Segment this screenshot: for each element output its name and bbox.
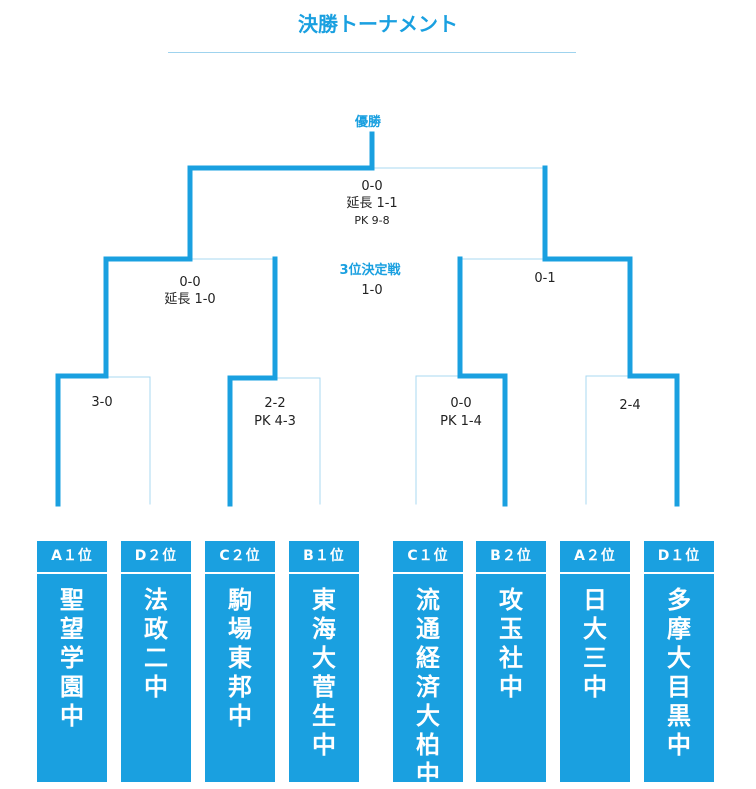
team-name: 法政二中 [144, 586, 168, 701]
team-card-2: D２位 法政二中 [121, 541, 191, 782]
team-seed: B２位 [476, 541, 546, 574]
final-score-line1: 0-0 [361, 179, 383, 194]
semi-right-score: 0-1 [534, 271, 556, 286]
r1-m4-score: 2-4 [600, 397, 660, 415]
semi-left-winner [103, 165, 193, 352]
semi-left-score-line1: 0-0 [179, 275, 201, 290]
team-seed: C１位 [393, 541, 463, 574]
champion-label: 優勝 [354, 115, 381, 130]
r1-m4-score-line1: 2-4 [619, 398, 641, 413]
r1-m3-score: 0-0 PK 1-4 [426, 395, 496, 431]
final-score-line3: PK 9-8 [354, 214, 390, 227]
r1-m2-score-line1: 2-2 [264, 396, 286, 411]
r1-m1-winner [55, 346, 109, 507]
team-name: 駒場東邦中 [228, 586, 252, 730]
semi-right-winner [542, 165, 633, 352]
third-place-score: 1-0 [361, 283, 383, 298]
team-seed: B１位 [289, 541, 359, 574]
team-card-4: B１位 東海大菅生中 [289, 541, 359, 782]
r1-m4-thin [585, 375, 631, 505]
team-seed: A１位 [37, 541, 107, 574]
r1-m1-thin [105, 376, 151, 505]
team-name: 流通経済大柏中 [416, 586, 440, 788]
team-name: 聖望学園中 [60, 586, 84, 730]
r1-m2-score-line2: PK 4-3 [254, 414, 296, 429]
final-winner [187, 131, 375, 171]
semi-left-score: 0-0 延長 1-0 [140, 274, 240, 308]
team-name: 東海大菅生中 [312, 586, 336, 759]
r1-m1-score-line1: 3-0 [91, 395, 113, 410]
r1-m3-thin [415, 375, 461, 505]
r1-m2-winner [227, 346, 278, 507]
title-underline [168, 52, 576, 53]
team-card-5: C１位 流通経済大柏中 [393, 541, 463, 788]
r1-m3-score-line2: PK 1-4 [440, 414, 482, 429]
r1-m3-winner [457, 346, 508, 507]
r1-m2-score: 2-2 PK 4-3 [240, 395, 310, 431]
team-card-6: B２位 攻玉社中 [476, 541, 546, 782]
r1-m4-winner [627, 346, 680, 507]
team-name: 日大三中 [583, 586, 607, 701]
r1-m3-score-line1: 0-0 [450, 396, 472, 411]
team-card-1: A１位 聖望学園中 [37, 541, 107, 782]
team-name: 多摩大目黒中 [667, 586, 691, 759]
r1-m2-thin [275, 377, 321, 505]
team-seed: D２位 [121, 541, 191, 574]
semi-left-score-line2: 延長 1-0 [164, 292, 216, 307]
third-place-label: 3位決定戦 [339, 263, 401, 278]
team-seed: C２位 [205, 541, 275, 574]
team-card-7: A２位 日大三中 [560, 541, 630, 782]
page-title: 決勝トーナメント [298, 12, 458, 36]
final-score: 0-0 延長 1-1 PK 9-8 [322, 178, 422, 229]
final-score-line2: 延長 1-1 [346, 196, 398, 211]
team-card-8: D１位 多摩大目黒中 [644, 541, 714, 782]
bracket-thick-lines [55, 131, 680, 507]
team-card-3: C２位 駒場東邦中 [205, 541, 275, 782]
team-seed: D１位 [644, 541, 714, 574]
team-seed: A２位 [560, 541, 630, 574]
team-name: 攻玉社中 [499, 586, 523, 701]
r1-m1-score: 3-0 [72, 394, 132, 412]
